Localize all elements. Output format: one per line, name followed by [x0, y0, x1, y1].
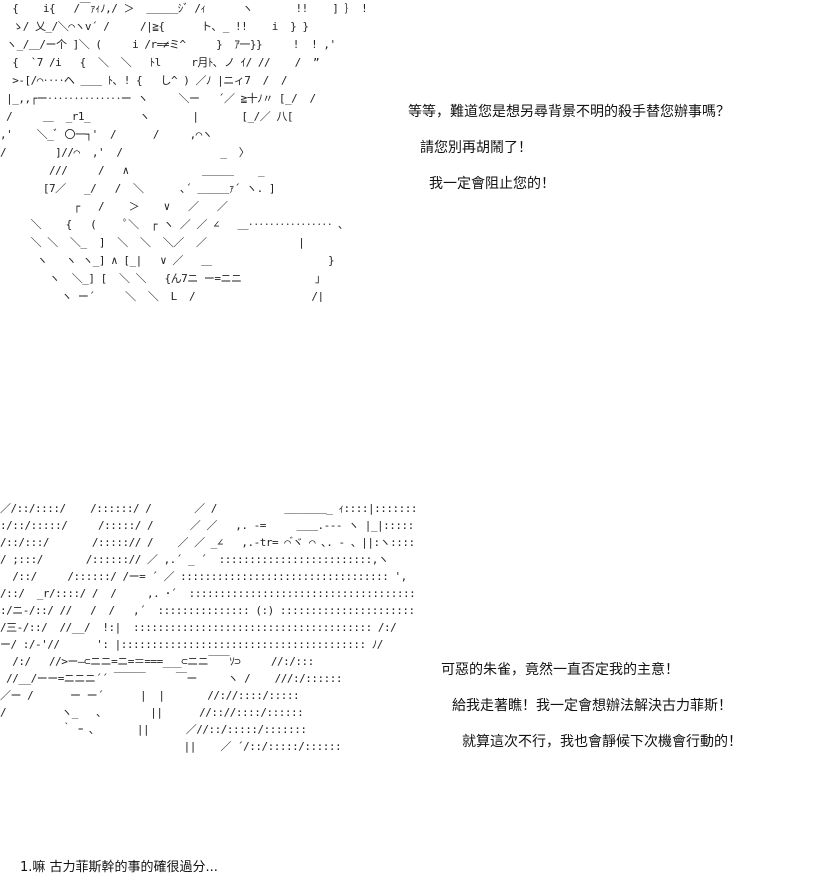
ascii-art-character-suzaku: { i{ /￣ｧｨﾉ,/ ＞ ＿＿＿ｼﾞ /ｨ ヽ !! ] ｝ ! ゝ/ 乂_…	[0, 2, 368, 302]
dialogue-line-2: 請您別再胡鬧了！	[420, 140, 532, 156]
dialogue-line-1: 等等，難道您是想另尋背景不明的殺手替您辦事嗎？	[408, 104, 730, 120]
dialogue-line-3: 我一定會阻止您的！	[429, 176, 555, 192]
dialogue-line-4: 可惡的朱雀，竟然一直否定我的主意！	[441, 662, 679, 678]
ascii-art-character-lelouch: ／/::/::::/ /::::::/ / ／ / ＿＿＿＿_ ｨ::::|::…	[0, 502, 415, 753]
dialogue-line-5: 給我走著瞧！我一定會想辦法解決古力菲斯！	[452, 698, 732, 714]
footnote: 1.嘛 古力菲斯幹的事的確很過分...	[20, 860, 218, 875]
dialogue-line-6: 就算這次不行，我也會靜候下次機會行動的！	[462, 734, 742, 750]
